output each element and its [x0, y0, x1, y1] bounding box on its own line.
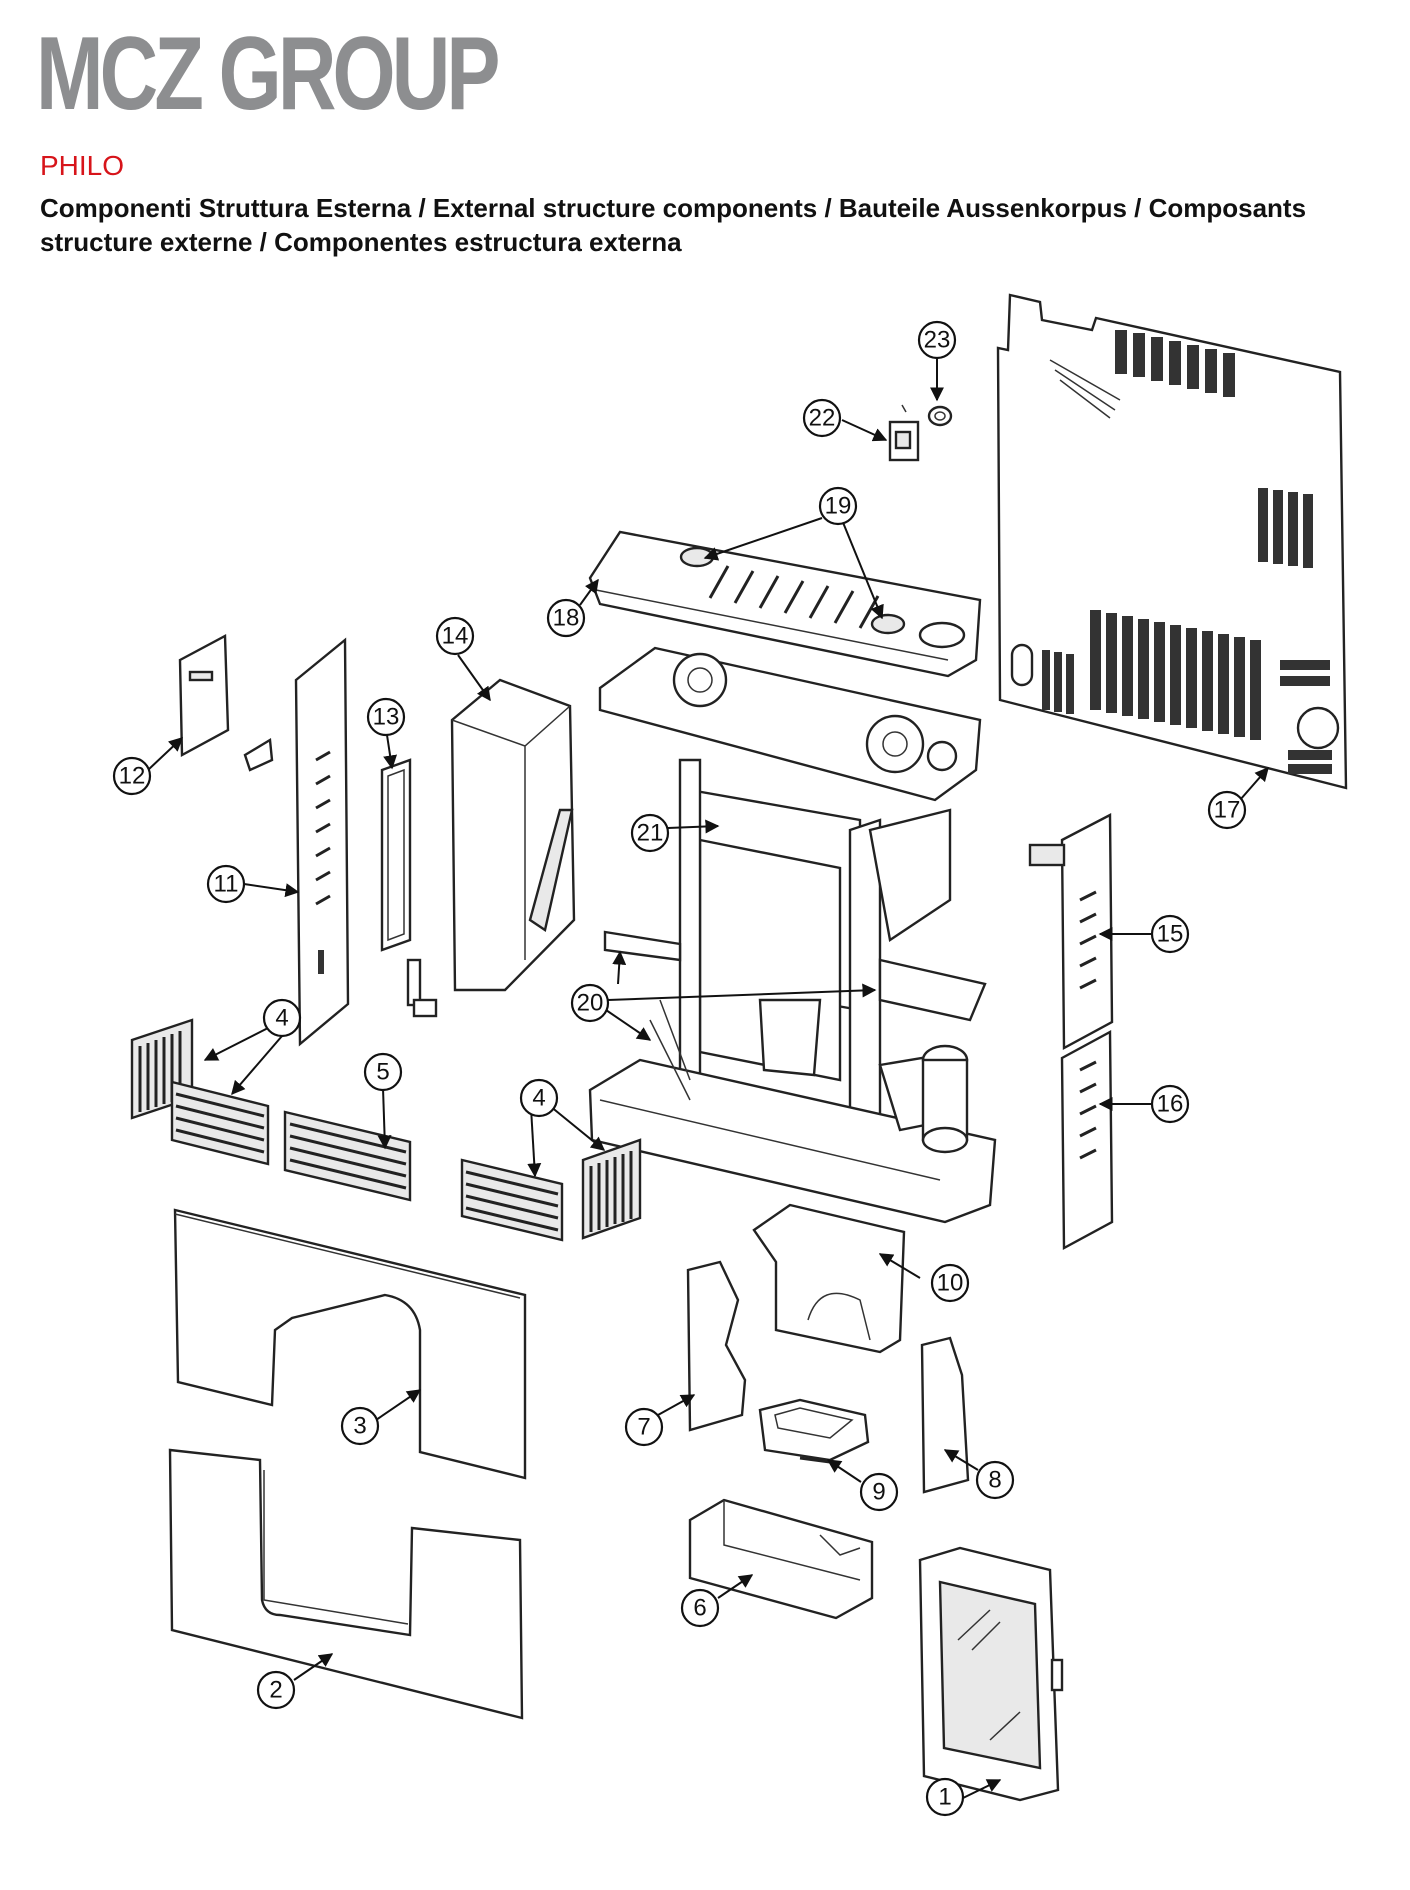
- part-14-side-duct: [450, 678, 576, 992]
- svg-text:13: 13: [373, 704, 400, 731]
- part-1-door: [918, 1546, 1064, 1802]
- callout-15: 15: [1150, 914, 1190, 954]
- callout-14: 14: [435, 616, 475, 656]
- part-4-grille-right-corner: [581, 1138, 642, 1240]
- callout-5: 5: [363, 1052, 403, 1092]
- svg-text:15: 15: [1157, 921, 1184, 948]
- part-2-front-lower-panel: [168, 1448, 524, 1720]
- part-11-left-side-panel: [294, 637, 350, 1047]
- svg-text:14: 14: [442, 623, 469, 650]
- svg-text:4: 4: [532, 1085, 545, 1112]
- callout-11: 11: [206, 864, 246, 904]
- callout-1: 1: [925, 1777, 965, 1817]
- part-4-grille-left: [170, 1080, 270, 1166]
- callout-9: 9: [859, 1472, 899, 1512]
- callout-6: 6: [680, 1588, 720, 1628]
- svg-text:8: 8: [988, 1467, 1001, 1494]
- callout-20: 20: [570, 983, 610, 1023]
- callout-10: 10: [930, 1263, 970, 1303]
- part-22-switch: [888, 404, 920, 462]
- part-10-ash-lid: [752, 1203, 906, 1354]
- part-3-front-upper-panel: [173, 1208, 527, 1480]
- svg-text:6: 6: [693, 1595, 706, 1622]
- part-15-right-upper-panel: [1028, 813, 1114, 1051]
- part-12-small-panel: [178, 634, 230, 757]
- svg-text:11: 11: [214, 871, 239, 898]
- svg-text:16: 16: [1157, 1091, 1184, 1118]
- part-17-rear-panel: [996, 293, 1348, 790]
- svg-text:7: 7: [637, 1414, 650, 1441]
- part-6-ash-pan: [688, 1498, 874, 1620]
- svg-text:12: 12: [119, 763, 146, 790]
- callout-7: 7: [624, 1407, 664, 1447]
- svg-text:1: 1: [938, 1784, 951, 1811]
- part-8-brick-right: [920, 1336, 970, 1494]
- svg-text:21: 21: [637, 820, 664, 847]
- callout-2: 2: [256, 1670, 296, 1710]
- callout-4-right: 4: [519, 1078, 559, 1118]
- part-16-right-lower-panel: [1060, 1029, 1114, 1251]
- svg-text:2: 2: [269, 1677, 282, 1704]
- diagram-subtitle: Componenti Struttura Esterna / External …: [40, 193, 1307, 257]
- callout-17: 17: [1207, 790, 1247, 830]
- svg-text:18: 18: [553, 605, 580, 632]
- callout-3: 3: [340, 1406, 380, 1446]
- svg-text:9: 9: [872, 1479, 885, 1506]
- svg-text:3: 3: [353, 1413, 366, 1440]
- callout-21: 21: [630, 813, 670, 853]
- part-18-top-cover: [588, 530, 982, 678]
- model-name: PHILO: [40, 150, 125, 181]
- brand-logo: MCZ GROUP: [36, 16, 501, 132]
- callout-8: 8: [975, 1460, 1015, 1500]
- part-4-grille-right: [460, 1158, 564, 1242]
- part-21-main-frame: [588, 646, 997, 1224]
- svg-text:22: 22: [809, 405, 836, 432]
- callout-13: 13: [366, 697, 406, 737]
- part-13-gasket: [380, 758, 412, 952]
- part-5-grille-center: [283, 1110, 412, 1202]
- svg-text:23: 23: [924, 327, 951, 354]
- callout-12: 12: [112, 756, 152, 796]
- part-9-brazier: [758, 1398, 870, 1464]
- callout-23: 23: [917, 320, 957, 360]
- callout-4-left: 4: [262, 998, 302, 1038]
- part-23-grommet: [927, 405, 953, 427]
- svg-text:5: 5: [376, 1059, 389, 1086]
- callout-22: 22: [802, 398, 842, 438]
- callout-19: 19: [818, 486, 858, 526]
- callout-leaders: [147, 358, 1269, 1799]
- callout-18: 18: [546, 598, 586, 638]
- svg-text:19: 19: [825, 493, 852, 520]
- callout-16: 16: [1150, 1084, 1190, 1124]
- svg-text:20: 20: [577, 990, 604, 1017]
- svg-text:17: 17: [1214, 797, 1241, 824]
- svg-text:4: 4: [275, 1005, 288, 1032]
- svg-text:10: 10: [937, 1270, 964, 1297]
- small-brackets: [243, 737, 438, 1018]
- part-7-brick-left: [686, 1260, 747, 1432]
